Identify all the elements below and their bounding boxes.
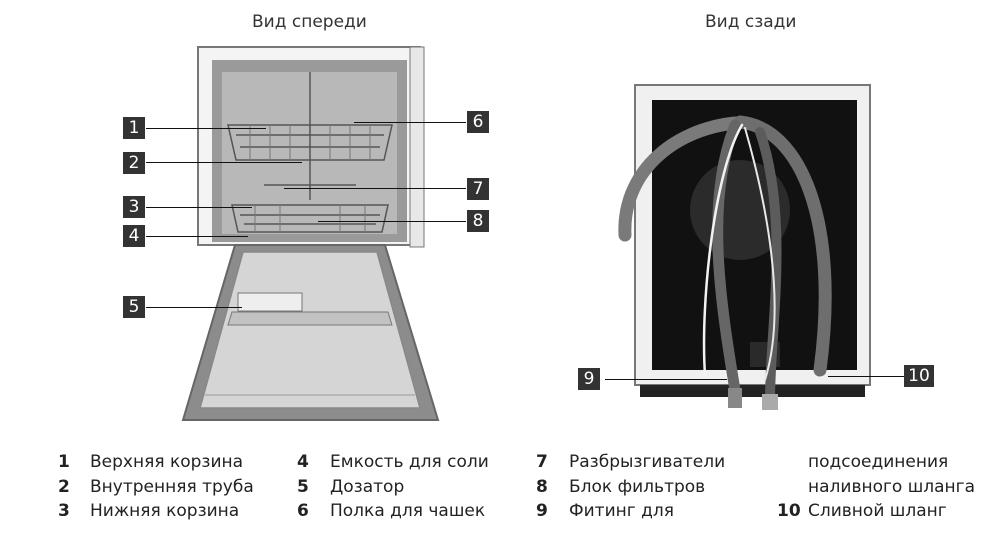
callout-3: 3 [123, 196, 145, 218]
legend-item: подсоединения [808, 452, 949, 472]
callout-7: 7 [467, 178, 489, 200]
callout-10: 10 [904, 365, 934, 387]
legend-item: наливного шланга [808, 476, 976, 497]
back-view-title: Вид сзади [705, 12, 797, 32]
front-view-title: Вид спереди [252, 12, 367, 32]
callout-5: 5 [123, 296, 145, 318]
callout-1: 1 [123, 117, 145, 139]
callout-2: 2 [123, 152, 145, 174]
callout-6: 6 [467, 111, 489, 133]
callout-9: 9 [578, 368, 600, 390]
callout-4: 4 [123, 225, 145, 247]
callout-8: 8 [467, 210, 489, 232]
